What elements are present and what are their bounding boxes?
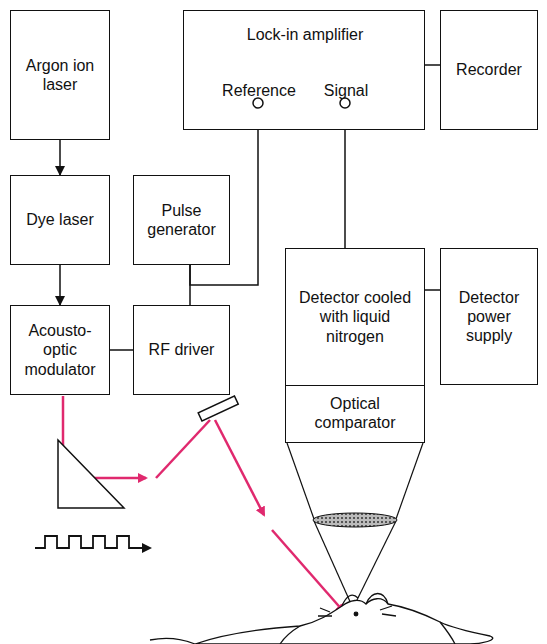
box-label: Dye laser (26, 210, 94, 229)
signal-wire (344, 130, 346, 248)
collection-optics (287, 443, 423, 606)
laser-box: Argon ion laser (10, 10, 110, 140)
power-supply-box: Detector power supply (440, 248, 538, 385)
port-label: Reference (222, 81, 296, 100)
box-label: Detector cooled with liquid nitrogen (294, 288, 416, 346)
signal-wire (425, 64, 440, 66)
pulse-train-symbol (35, 536, 150, 548)
box-label: Argon ion laser (19, 56, 101, 94)
signal-wire (110, 349, 133, 351)
box-label: Pulse generator (142, 201, 221, 239)
box-label: Detector power supply (449, 288, 529, 346)
prism (58, 440, 124, 508)
generator-box: Pulse generator (133, 175, 230, 265)
box-label: Acousto-optic modulator (19, 321, 101, 379)
detector-box: Detector cooled with liquid nitrogen (285, 248, 425, 385)
signal-wire (189, 265, 191, 305)
comparator-box: Optical comparator (285, 385, 425, 443)
mirror (198, 396, 238, 421)
laser-box: Dye laser (10, 175, 110, 265)
modulator-box: Acousto-optic modulator (10, 305, 110, 395)
box-label: RF driver (149, 340, 215, 359)
amplifier-box: Lock-in amplifierReference Signal (183, 10, 425, 130)
port-label: Signal (324, 81, 368, 100)
animal (150, 594, 493, 644)
box-label: Lock-in amplifier (247, 25, 363, 44)
driver-box: RF driver (133, 305, 230, 395)
box-label: Optical comparator (294, 394, 416, 432)
beam-arrow (59, 265, 61, 305)
signal-wire (425, 289, 440, 291)
lens (313, 513, 397, 527)
beam-arrow (59, 140, 61, 175)
box-label: Recorder (456, 60, 522, 79)
recorder-box: Recorder (440, 10, 538, 130)
